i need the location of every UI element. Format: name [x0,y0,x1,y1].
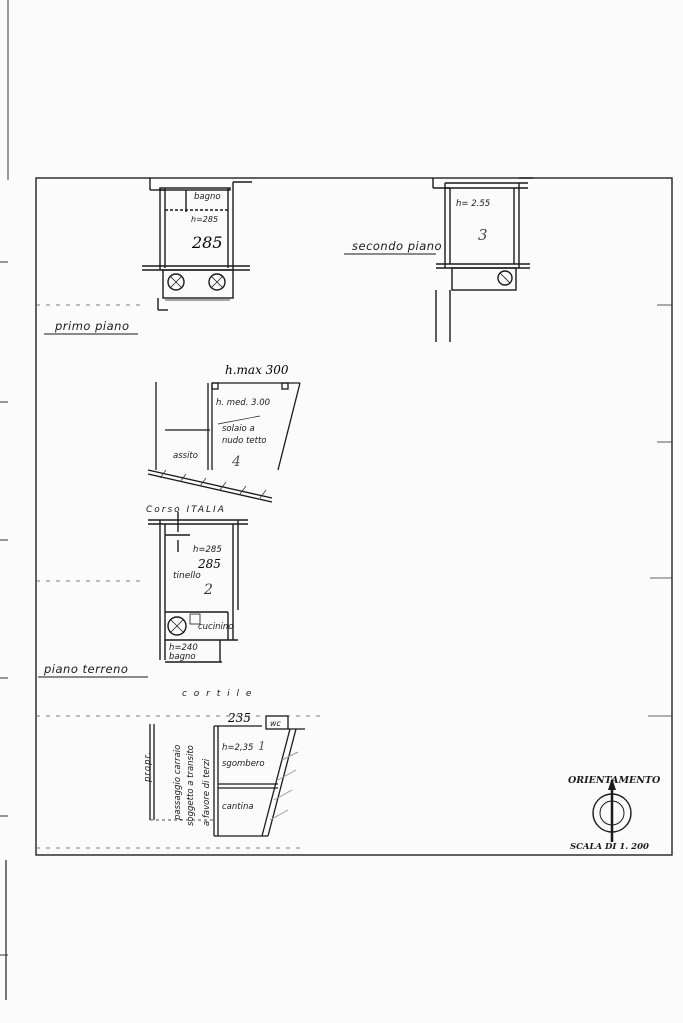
cantina-label: cantina [222,802,254,812]
terreno-handwritten-height: 285 [197,557,221,571]
terreno-height-label: h=285 [193,545,222,555]
primo-bagno-label: bagno [194,192,221,202]
propr-label: propr. [143,751,153,783]
terreno-handwritten-number: 2 [203,582,213,598]
piano-terreno-title: piano terreno [43,662,128,676]
tinello-label: tinello [173,571,201,581]
secondo-height-label: h= 2.55 [456,199,490,209]
sottotetto-hmed: h. med. 3.00 [216,398,270,408]
cantina-handwritten-height: 235 [227,711,251,725]
orientamento-label: ORIENTAMENTO [568,775,661,786]
passaggio-line-3: a favore di terzi [202,758,212,826]
bagno-height-label: h=240 [169,643,198,653]
cantina-height-label: h=2,35 [222,743,253,753]
street-label: Corso ITALIA [146,505,226,515]
piano-terreno-plan [148,512,248,663]
passaggio-line-1: passaggio carraio [173,745,183,821]
cantina-plan [149,715,305,837]
north-arrow-icon [592,778,632,842]
sottotetto-solaio-2: nudo tetto [222,436,267,446]
terreno-bagno-label: bagno [169,652,196,662]
sottotetto-handwritten-max: h.max 300 [225,363,289,377]
secondo-piano-plan [432,177,533,342]
cantina-handwritten-number: 1 [258,739,266,753]
primo-height-label: h=285 [191,215,218,224]
scale-label: SCALA DI 1. 200 [570,842,649,852]
sottotetto-section [147,382,301,503]
sottotetto-solaio-1: solaio a [222,424,255,434]
cortile-label: c o r t i l e [182,689,253,699]
passaggio-line-2: soggetto a transito [186,745,196,826]
wc-label: wc [270,719,282,728]
sgombero-label: sgombero [222,759,265,769]
primo-piano-plan [142,178,252,311]
sottotetto-assito: assito [173,451,198,461]
primo-handwritten-height: 285 [191,233,223,252]
secondo-piano-title: secondo piano [352,239,442,253]
secondo-handwritten-number: 3 [478,226,488,244]
drawing-frame [35,177,673,856]
sottotetto-handwritten-number: 4 [231,454,241,470]
cucinino-label: cucinino [198,622,233,632]
primo-piano-title: primo piano [54,319,129,333]
